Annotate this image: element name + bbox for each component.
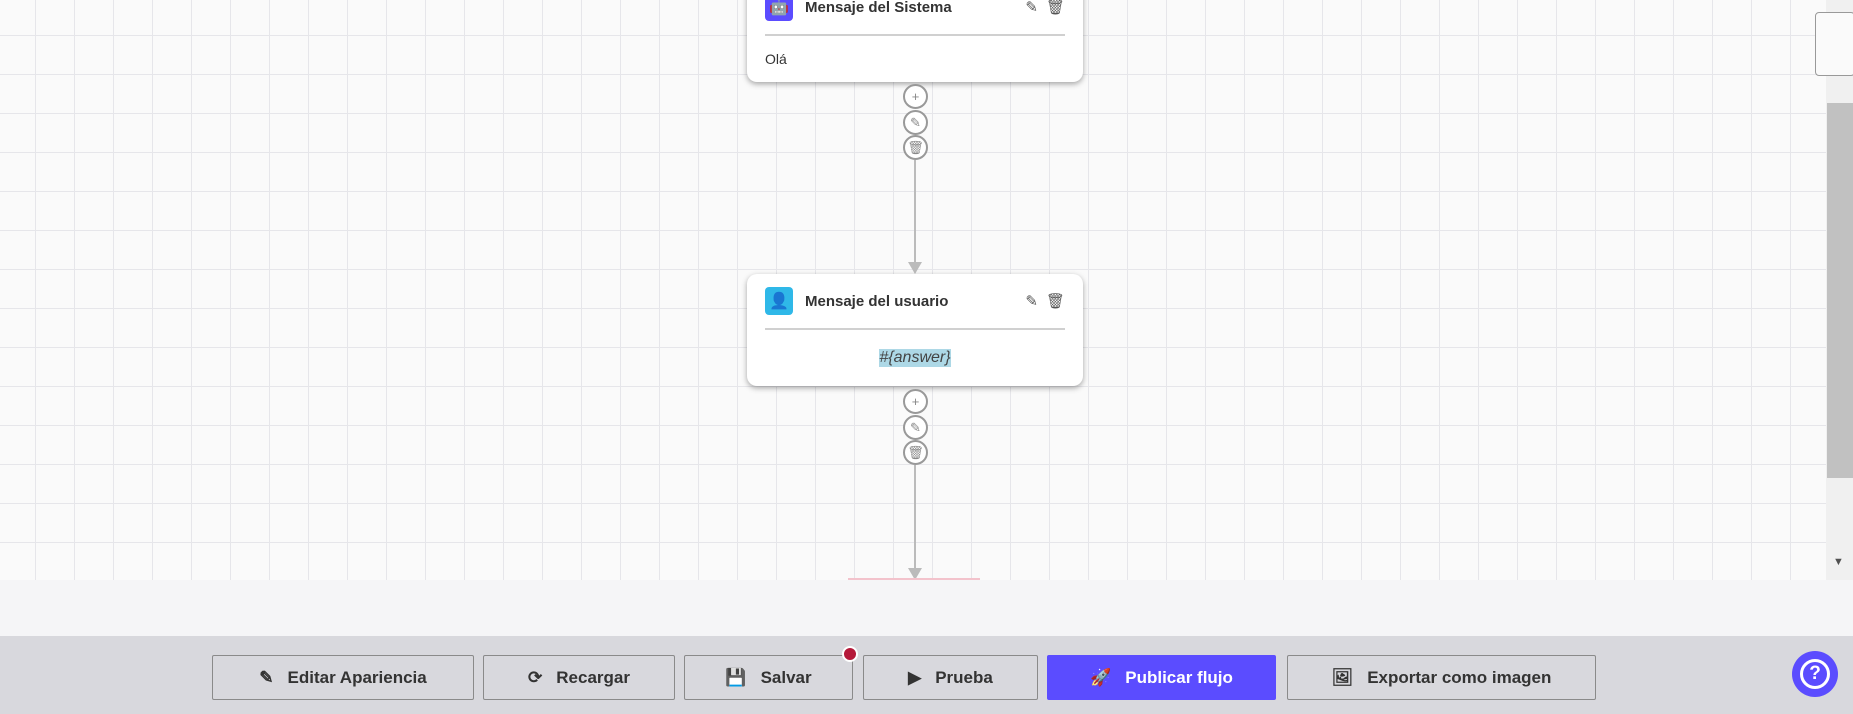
play-icon: ▶ xyxy=(908,667,922,687)
node-text: Olá xyxy=(765,51,787,67)
edit-pencil-icon[interactable]: ✎ xyxy=(1025,0,1038,16)
node-user-message[interactable]: 👤 Mensaje del usuario ✎ 🗑 #{answer} xyxy=(747,274,1083,386)
next-node-edge xyxy=(848,578,980,580)
node-title: Mensaje del usuario xyxy=(805,292,949,310)
question-icon: ? xyxy=(1800,659,1830,689)
unsaved-changes-indicator xyxy=(842,646,858,662)
user-icon: 👤 xyxy=(765,287,793,315)
publish-flow-button[interactable]: 🚀Publicar flujo xyxy=(1047,655,1276,700)
edit-icon: ✎ xyxy=(259,667,274,687)
edit-pencil-icon[interactable]: ✎ xyxy=(1025,293,1038,310)
image-icon: 🖼 xyxy=(1331,667,1354,687)
floppy-disk-icon: 💾 xyxy=(725,667,747,687)
trash-icon[interactable]: 🗑 xyxy=(1045,0,1065,16)
test-button[interactable]: ▶Prueba xyxy=(863,655,1038,700)
delete-node-button[interactable]: 🗑 xyxy=(903,440,928,465)
scroll-down-icon[interactable]: ▼ xyxy=(1833,556,1844,568)
connector-line xyxy=(914,160,916,264)
edit-node-button[interactable]: ✎ xyxy=(903,110,928,135)
trash-icon[interactable]: 🗑 xyxy=(1045,293,1065,310)
connector-line xyxy=(914,465,916,570)
export-image-button[interactable]: 🖼Exportar como imagen xyxy=(1287,655,1596,700)
minimap[interactable] xyxy=(1815,12,1853,76)
scrollbar-thumb[interactable] xyxy=(1827,103,1853,478)
flow-canvas[interactable]: 🤖 Mensaje del Sistema ✎ 🗑 Olá + ✎ 🗑 👤 Me… xyxy=(0,0,1835,580)
bottom-toolbar: ✎Editar Apariencia ⟳Recargar 💾Salvar ▶Pr… xyxy=(0,636,1853,714)
robot-icon: 🤖 xyxy=(765,0,793,21)
arrow-down-icon xyxy=(908,568,922,580)
delete-node-button[interactable]: 🗑 xyxy=(903,135,928,160)
refresh-icon: ⟳ xyxy=(528,667,543,687)
edit-appearance-button[interactable]: ✎Editar Apariencia xyxy=(212,655,474,700)
add-node-button[interactable]: + xyxy=(903,84,928,109)
save-button[interactable]: 💾Salvar xyxy=(684,655,853,700)
node-variable: #{answer} xyxy=(879,349,951,367)
help-button[interactable]: ? xyxy=(1792,651,1838,697)
edit-node-button[interactable]: ✎ xyxy=(903,415,928,440)
add-node-button[interactable]: + xyxy=(903,389,928,414)
rocket-icon: 🚀 xyxy=(1090,667,1112,687)
node-system-message[interactable]: 🤖 Mensaje del Sistema ✎ 🗑 Olá xyxy=(747,0,1083,82)
reload-button[interactable]: ⟳Recargar xyxy=(483,655,675,700)
arrow-down-icon xyxy=(908,262,922,274)
node-title: Mensaje del Sistema xyxy=(805,0,952,16)
